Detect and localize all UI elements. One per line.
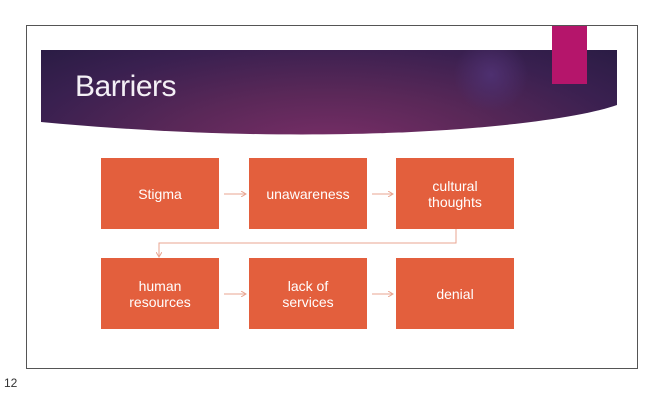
slide-title: Barriers: [75, 70, 177, 103]
page-number: 12: [4, 376, 18, 390]
flow-box-unawareness: unawareness: [249, 158, 367, 229]
accent-bar: [552, 26, 587, 84]
flow-box-stigma: Stigma: [101, 158, 219, 229]
flow-box-lack-of-services: lack of services: [249, 258, 367, 329]
slide: Barriers Stigma unawareness cultural tho…: [26, 25, 638, 369]
flow-box-cultural-thoughts: cultural thoughts: [396, 158, 514, 229]
flow-box-human-resources: human resources: [101, 258, 219, 329]
flow-box-denial: denial: [396, 258, 514, 329]
arrow-3-4: [159, 229, 457, 257]
title-banner: [41, 50, 617, 140]
banner-glow: [451, 40, 531, 110]
flow-connectors: [27, 26, 457, 369]
